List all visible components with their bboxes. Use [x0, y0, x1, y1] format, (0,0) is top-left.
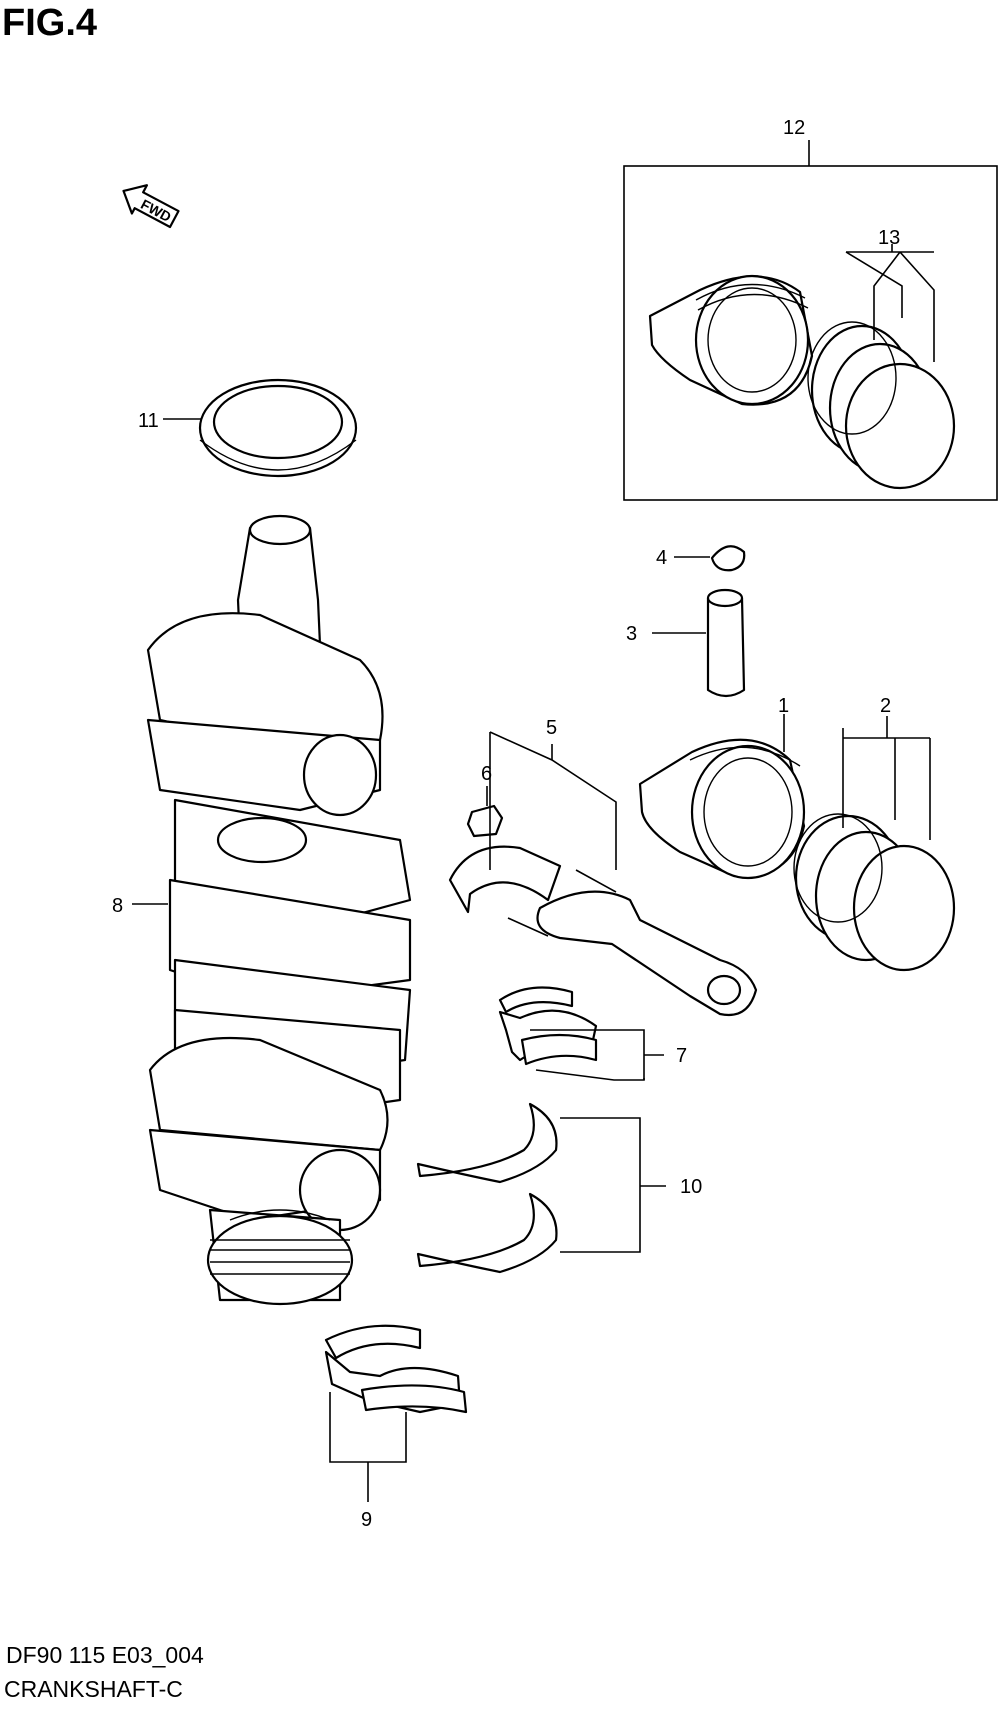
connecting-rod-nut-drawing	[466, 804, 504, 838]
callout-1: 1	[778, 695, 789, 717]
piston-assembly-drawing	[648, 274, 956, 490]
piston-drawing	[638, 738, 806, 880]
oil-seal-drawing	[198, 378, 358, 478]
callout-11: 11	[138, 410, 159, 432]
piston-assembly-box	[623, 165, 998, 501]
callout-7: 7	[676, 1045, 687, 1067]
callout-3: 3	[626, 623, 637, 645]
connecting-rod-drawing	[448, 845, 758, 1017]
figure-title: FIG.4	[2, 2, 98, 44]
thrust-washer-drawing	[416, 1102, 558, 1274]
callout-9: 9	[361, 1509, 372, 1531]
crankshaft-drawing	[146, 514, 412, 1306]
callout-8: 8	[112, 895, 123, 917]
callout-5: 5	[546, 717, 557, 739]
conrod-bearing-drawing	[498, 986, 598, 1066]
main-bearing-drawing	[324, 1324, 468, 1414]
callout-6: 6	[481, 763, 492, 785]
piston-rings-drawing	[793, 813, 956, 972]
section-caption: CRANKSHAFT-C	[4, 1676, 183, 1702]
callout-13: 13	[878, 227, 900, 249]
callout-4: 4	[656, 547, 667, 569]
circlip-drawing	[710, 545, 746, 572]
callout-12: 12	[783, 117, 805, 139]
model-code: DF90 115 E03_004	[6, 1642, 204, 1668]
fwd-arrow-icon: FWD	[122, 184, 180, 229]
callout-2: 2	[880, 695, 891, 717]
callout-10: 10	[680, 1176, 702, 1198]
piston-pin-drawing	[706, 588, 746, 698]
